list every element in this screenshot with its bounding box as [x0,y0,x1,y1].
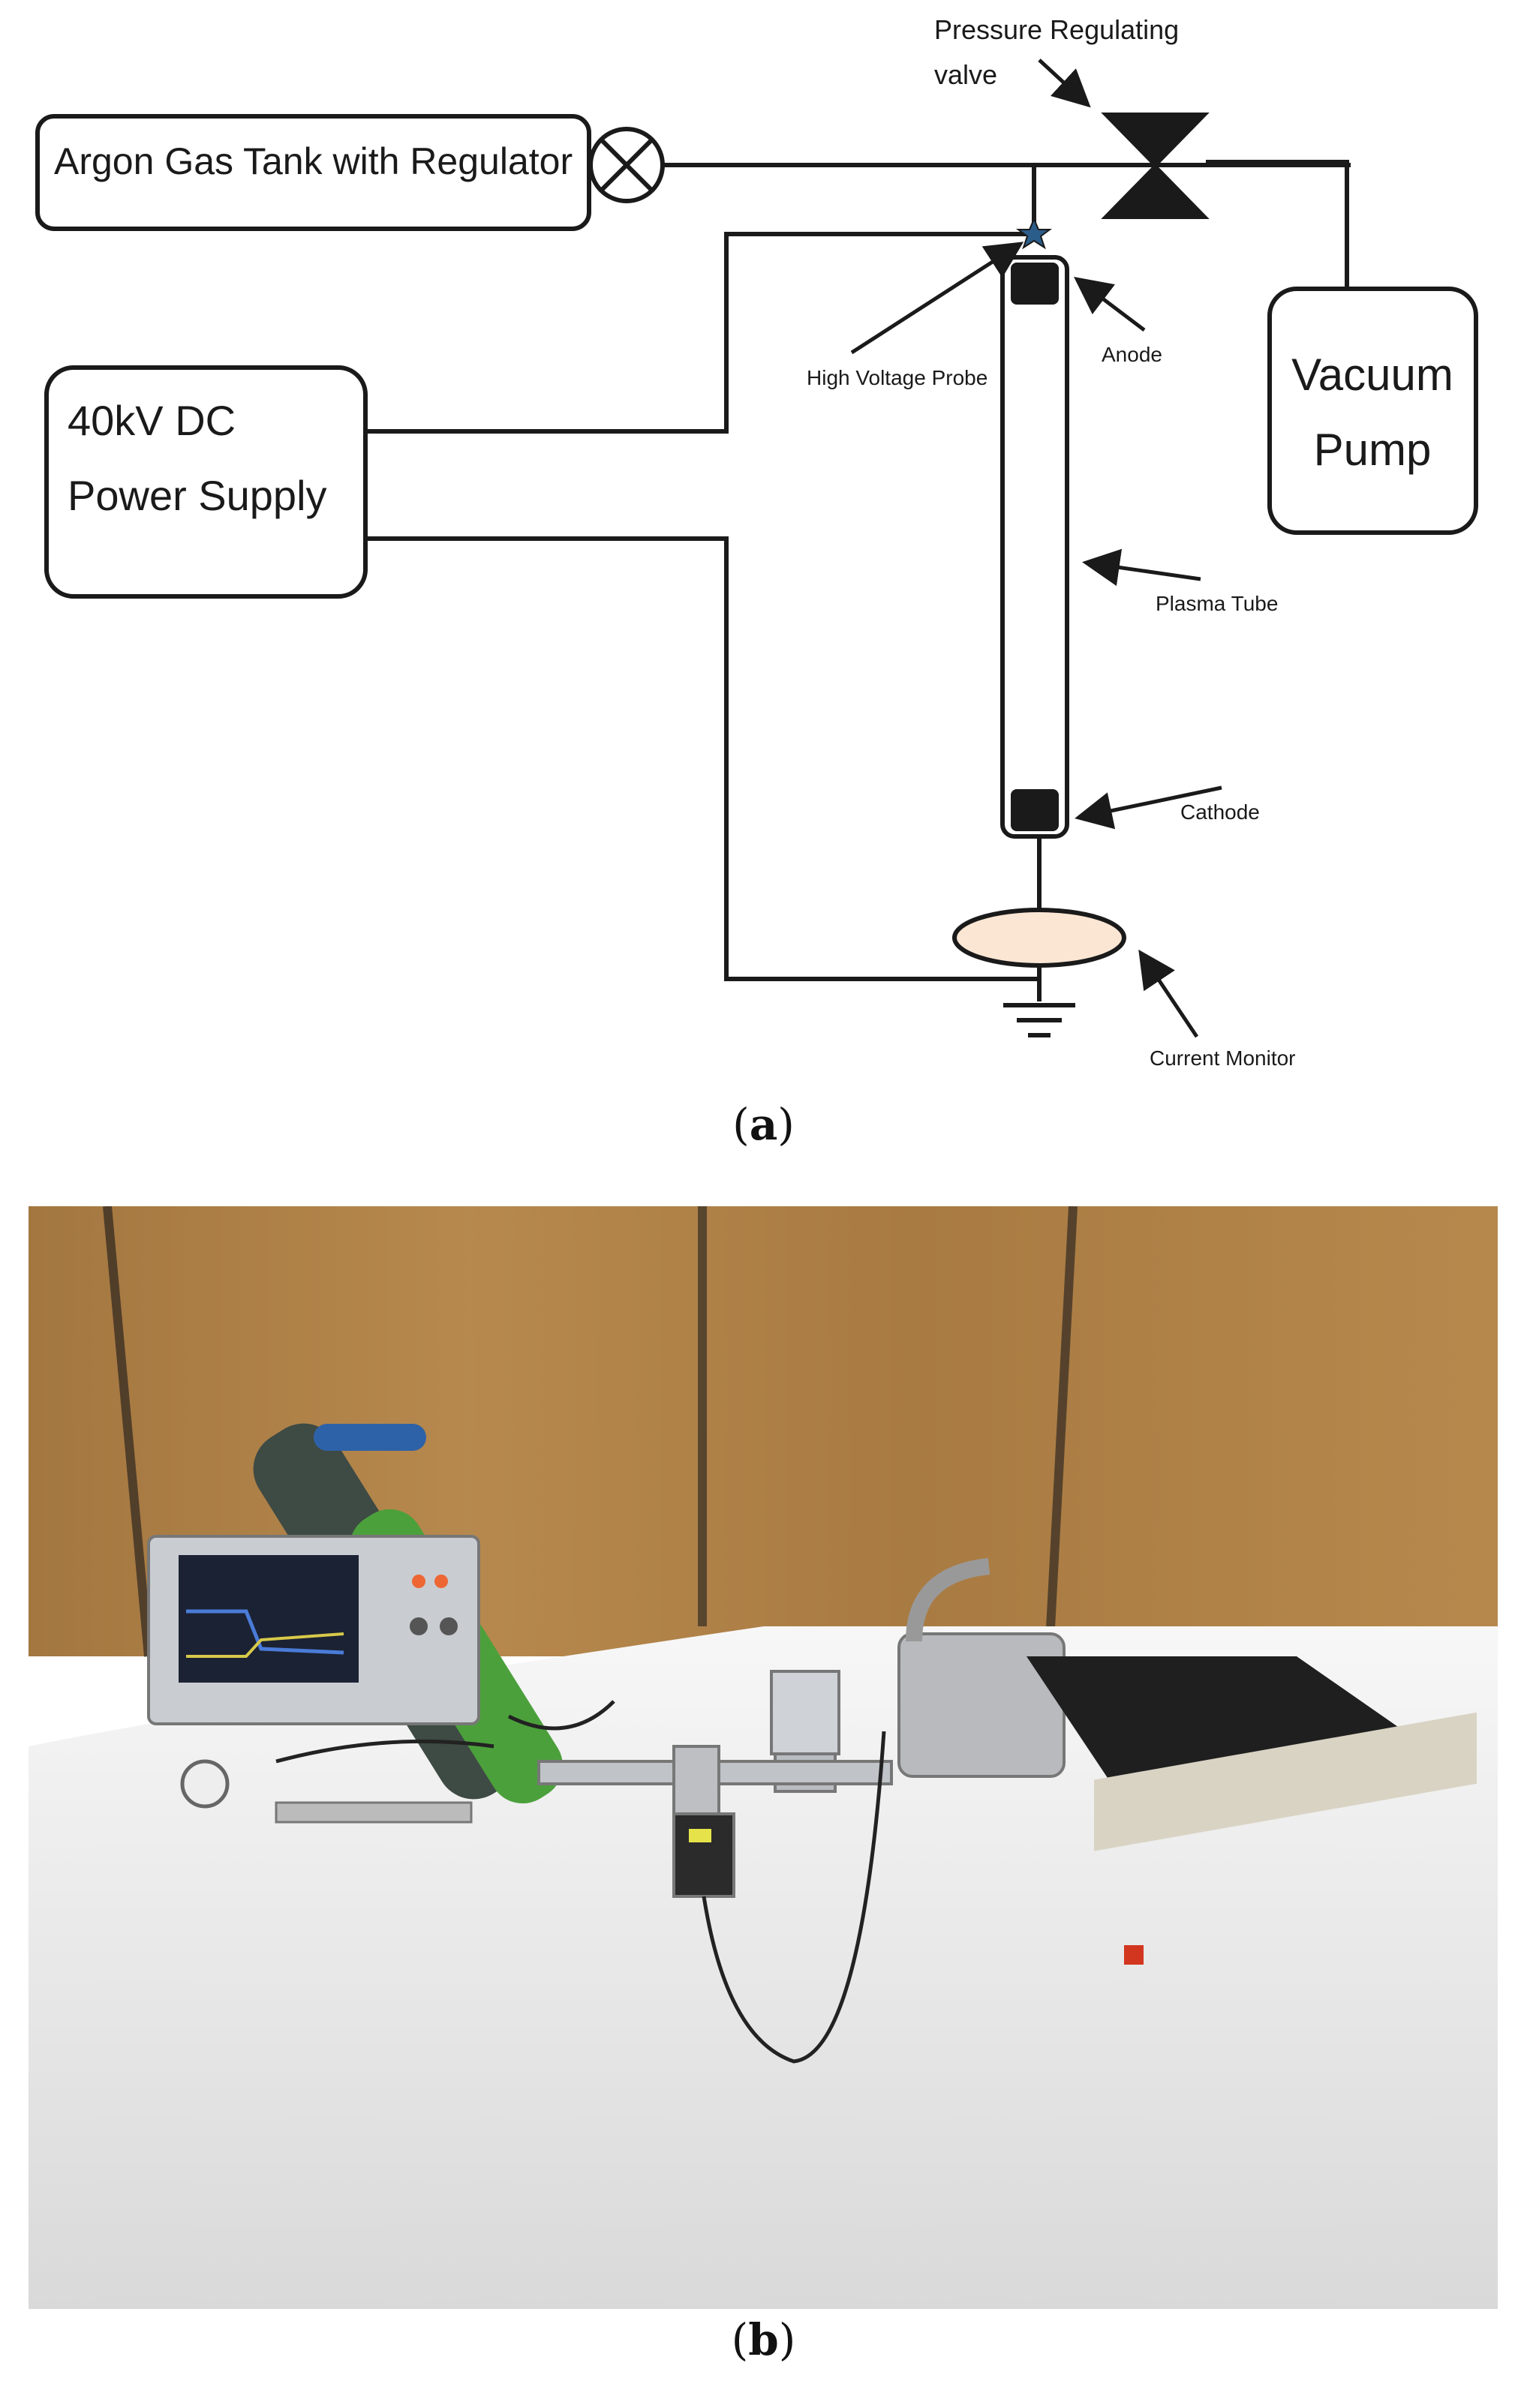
anode-electrode [1011,263,1059,305]
vacuum-pump-label-line2: Pump [1314,425,1432,475]
power-supply-label-line1: 40kV DC [68,397,236,444]
caption-b: (b) [731,2314,796,2365]
power-supply-box [44,365,368,599]
vacuum-pump-label-line1: Vacuum [1291,350,1453,400]
pressure-valve-label-line1: Pressure Regulating [934,14,1179,45]
power-supply [1027,1656,1477,1965]
current-monitor-arrow [1138,949,1199,1038]
plasma-tube-label: Plasma Tube [1156,592,1278,615]
plasma-tube-assembly [537,1670,893,1898]
setup-photo [29,1206,1498,2309]
schematic-diagram: Argon Gas Tank with Regulator 40kV DC Po… [35,14,1478,1070]
hv-probe-label: High Voltage Probe [807,366,987,389]
return-line [365,536,1039,981]
pressure-valve-icon [1101,113,1210,219]
cathode-arrow [1075,785,1222,830]
cathode-electrode [1011,789,1059,831]
pressure-gauge [180,1759,473,1824]
pressure-valve-label-line2: valve [934,59,997,90]
caption-a: (a) [732,1099,795,1150]
plasma-tube [1000,255,1069,839]
oscilloscope [147,1535,480,1725]
cathode-label: Cathode [1180,800,1260,824]
vacuum-pump-box [1267,287,1478,535]
vacuum-pump [897,1558,1066,1778]
hv-probe-arrow [850,242,1024,355]
pump-line-drop [1206,160,1349,289]
current-monitor-label: Current Monitor [1150,1046,1296,1070]
valve-arrow [1038,59,1091,108]
current-monitor-icon [952,908,1126,968]
plasma-tube-arrow [1082,548,1201,587]
hv-line [365,232,1034,434]
anode-arrow [1074,276,1146,332]
anode-label: Anode [1102,343,1162,366]
hv-probe-star-icon [1016,217,1052,250]
argon-tank-label: Argon Gas Tank with Regulator [54,140,573,182]
ground-icon [1003,1003,1075,1037]
power-supply-label-line2: Power Supply [68,472,327,519]
regulator-valve-icon [588,127,665,203]
